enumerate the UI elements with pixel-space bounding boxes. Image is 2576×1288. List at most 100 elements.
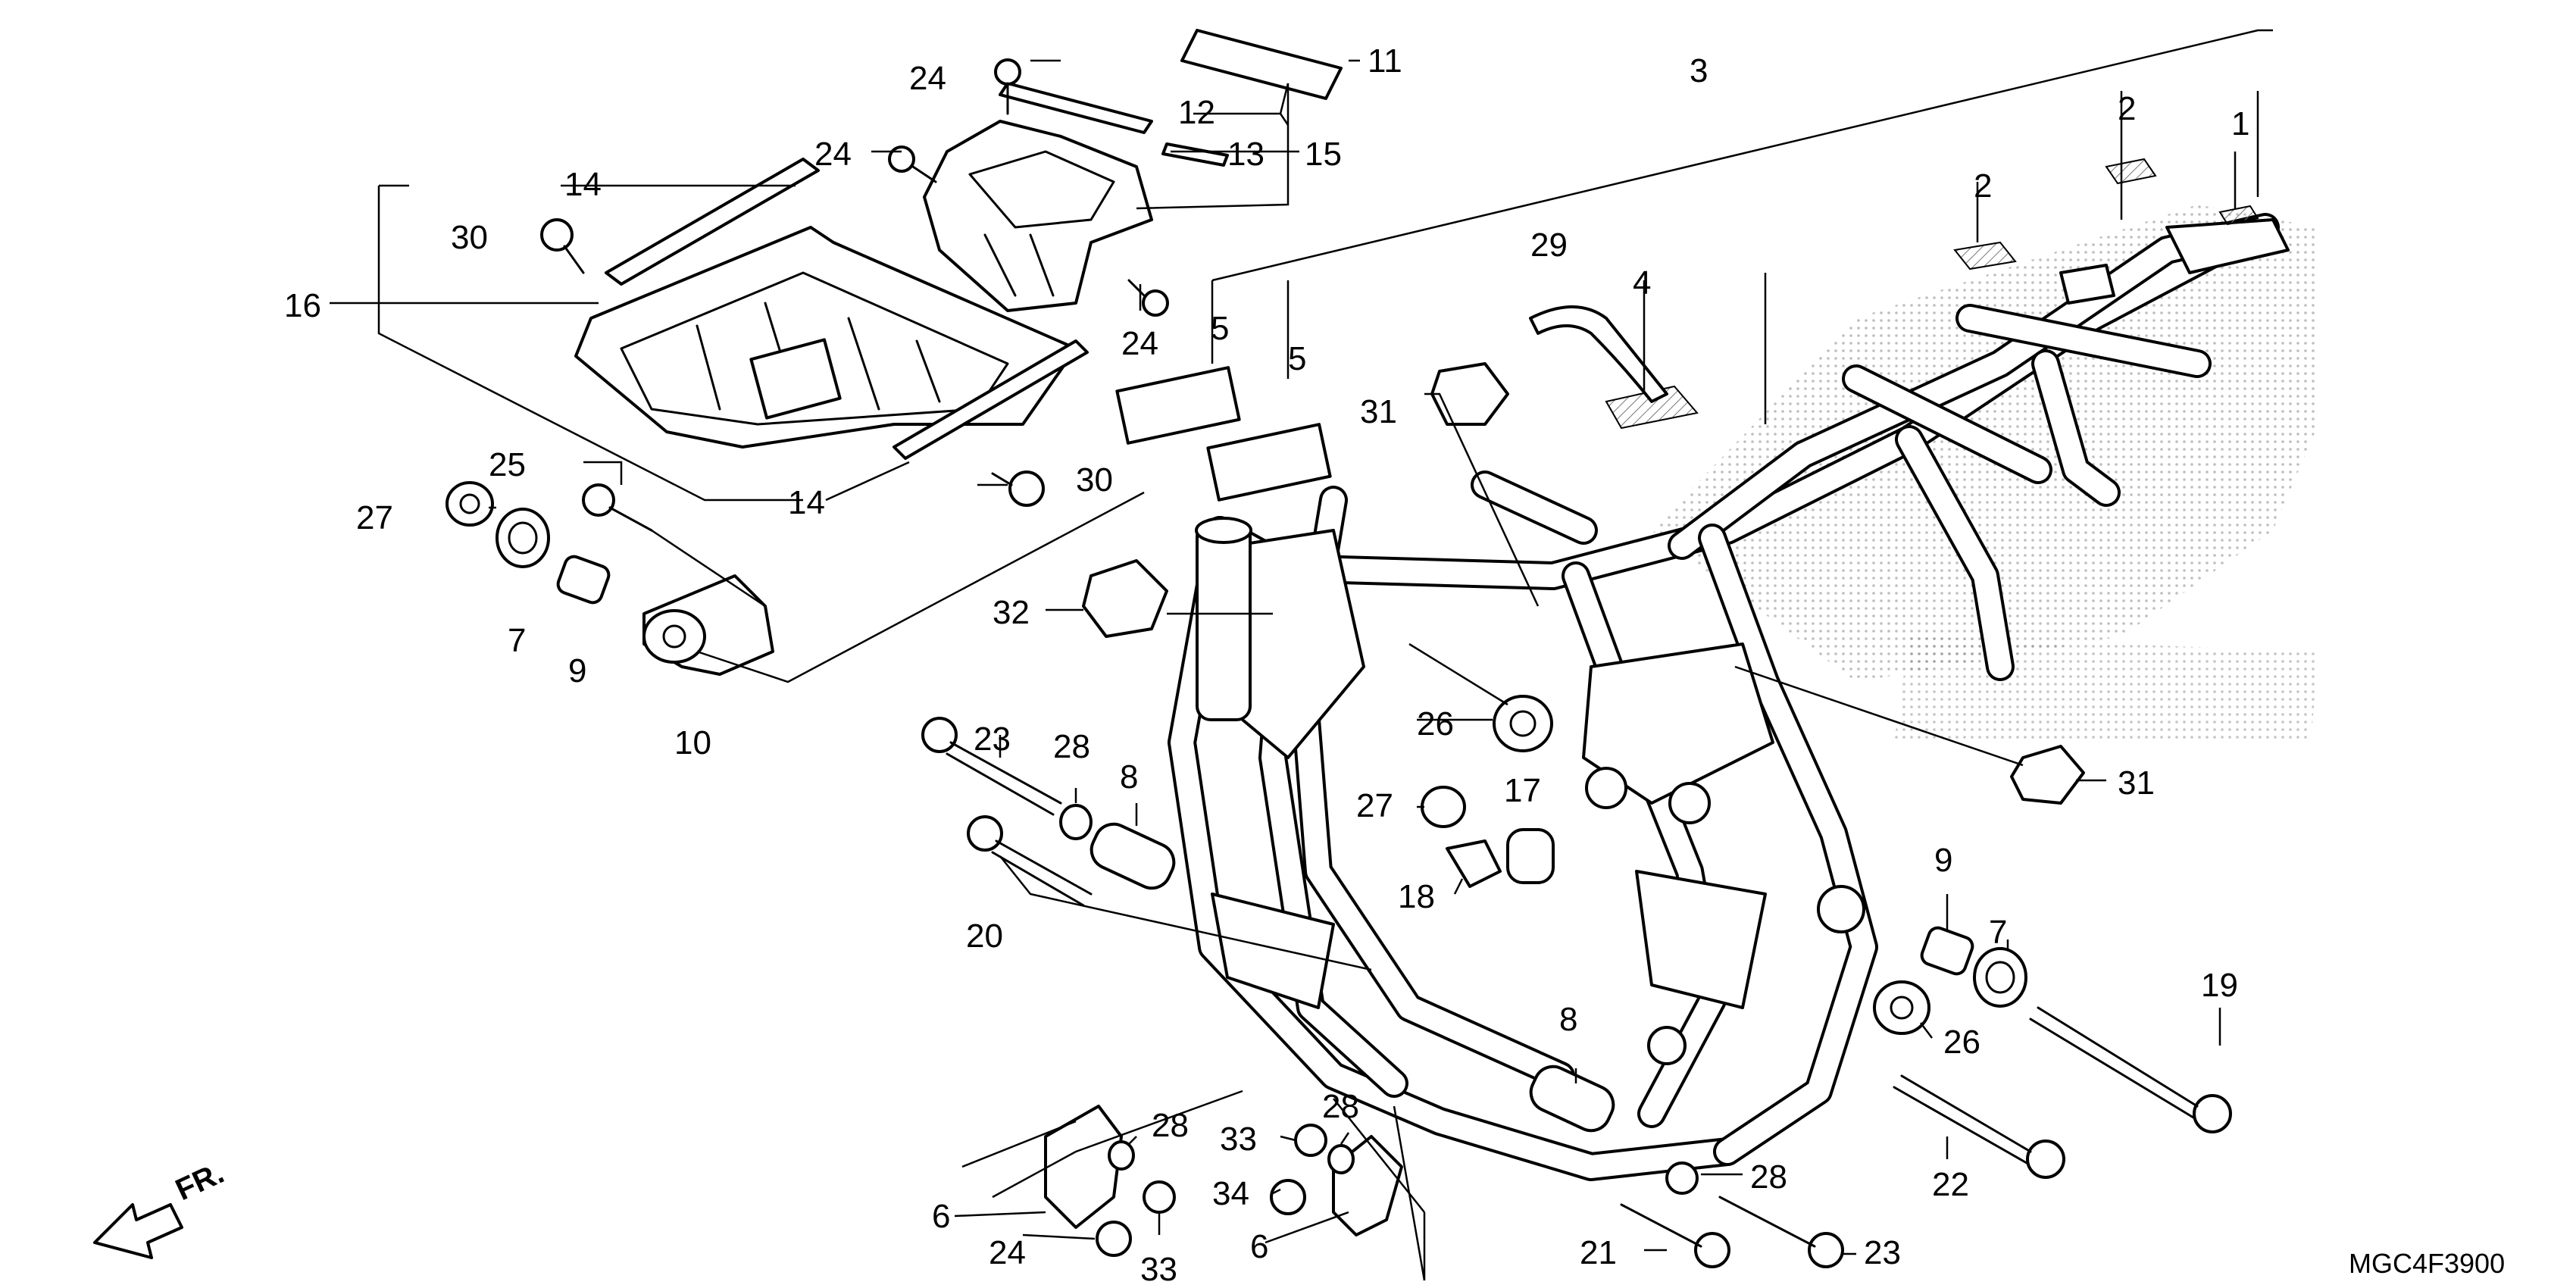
electrical-box (923, 120, 1153, 312)
washer-28-right (1665, 1161, 1699, 1195)
callout-26: 26 (1417, 705, 1454, 742)
callout-15: 15 (1305, 136, 1342, 173)
callout-7: 7 (508, 622, 526, 659)
clamp-31-lower (2010, 745, 2085, 805)
washer-28-a (1059, 804, 1093, 840)
callout-21: 21 (1580, 1234, 1617, 1271)
callout-5: 5 (1211, 310, 1229, 347)
bolt-24-b (888, 145, 937, 183)
nut-34-lower (1096, 1221, 1132, 1257)
callout-1: 1 (2231, 105, 2249, 142)
mount-26-lower (1873, 980, 1930, 1035)
callout-23: 23 (1864, 1234, 1901, 1271)
callout-25: 25 (489, 446, 526, 483)
callout-31: 31 (1360, 393, 1397, 430)
callout-32: 32 (993, 594, 1030, 631)
callout-16: 16 (284, 287, 321, 324)
clip-18 (1446, 839, 1502, 888)
leader-lines (330, 29, 2273, 1281)
callout-12: 12 (1178, 94, 1215, 131)
diagram-code: MGC4F3900 (2349, 1248, 2505, 1279)
callout-2: 2 (1974, 167, 1992, 205)
callout-22: 22 (1932, 1166, 1969, 1203)
bolt-20 (967, 815, 1093, 907)
callout-30: 30 (451, 219, 488, 256)
callout-9: 9 (568, 652, 586, 689)
callout-6: 6 (932, 1198, 950, 1235)
callout-29: 29 (1530, 227, 1568, 264)
strip-13 (1161, 142, 1229, 167)
callout-24: 24 (909, 60, 946, 97)
bushing-7-right (1973, 947, 2027, 1008)
callout-3: 3 (1690, 52, 1708, 89)
bolt-21 (1620, 1203, 1730, 1268)
nut-33-lower (1143, 1180, 1176, 1214)
spacer-8-right (1529, 1064, 1615, 1133)
callout-23: 23 (974, 721, 1011, 758)
mount-26-upper (1493, 695, 1553, 752)
callout-2: 2 (2118, 90, 2136, 127)
callout-5: 5 (1288, 340, 1306, 377)
callout-17: 17 (1504, 772, 1541, 809)
callout-9: 9 (1934, 842, 1952, 879)
bolt-22 (1893, 1074, 2065, 1179)
spacer-8-left (1089, 822, 1176, 890)
clamp-31-upper (1430, 362, 1509, 426)
callout-33: 33 (1140, 1251, 1177, 1288)
callout-labels: 1 2 2 2 3 4 5 5 6 6 7 7 8 8 9 9 10 11 12… (284, 42, 2249, 1288)
callout-24: 24 (989, 1234, 1026, 1271)
callout-27: 27 (356, 499, 393, 536)
callout-34: 34 (1212, 1175, 1249, 1212)
battery-tray (574, 226, 1077, 449)
bolt-19 (2029, 1006, 2232, 1133)
bolt-23-upper (921, 717, 1062, 816)
callout-8: 8 (1120, 758, 1138, 796)
callout-28: 28 (1152, 1107, 1189, 1144)
main-frame (1168, 213, 2290, 1181)
bolt-24-a (994, 58, 1021, 115)
engine-hanger (642, 574, 774, 676)
callout-14: 14 (564, 166, 602, 203)
strip-12 (999, 82, 1153, 134)
callout-11: 11 (1368, 42, 1402, 80)
callout-18: 18 (1398, 878, 1435, 915)
callout-10: 10 (674, 724, 711, 761)
callout-28: 28 (1750, 1158, 1787, 1196)
rubber-strip-upper (605, 158, 820, 286)
callout-6: 6 (1250, 1228, 1268, 1265)
collar-9-right (1920, 926, 1974, 976)
bushing-7-left (496, 508, 550, 568)
collar-9-left (556, 555, 611, 605)
arrow-left-icon (93, 1203, 183, 1259)
callout-27: 27 (1356, 787, 1393, 824)
nut-34-center (1270, 1179, 1306, 1215)
callout-31: 31 (2118, 764, 2155, 802)
nut-33-upper (1294, 1124, 1327, 1157)
direction-label: FR. (170, 1156, 229, 1207)
bolt-30-lower (991, 470, 1045, 507)
washer-28-c (1108, 1140, 1135, 1171)
rubber-strip-lower (893, 339, 1089, 460)
callout-24: 24 (1121, 325, 1158, 362)
callout-33: 33 (1220, 1121, 1257, 1158)
bolt-23-lower (1718, 1196, 1844, 1268)
callout-8: 8 (1559, 1001, 1577, 1038)
collar-17 (1506, 828, 1555, 884)
callout-26: 26 (1943, 1024, 1980, 1061)
callout-28: 28 (1322, 1088, 1359, 1125)
front-direction-arrow: FR. (93, 1156, 229, 1259)
plate-11 (1180, 29, 1343, 100)
washer-28-b (1327, 1144, 1355, 1174)
callout-14: 14 (788, 484, 825, 521)
band-29 (1529, 305, 1668, 403)
sticker-1 (2218, 205, 2259, 226)
sticker-5a (1115, 366, 1241, 445)
washer-27-center (1421, 786, 1466, 828)
bolt-30-upper (540, 218, 585, 274)
callout-19: 19 (2201, 967, 2238, 1004)
callout-24: 24 (814, 136, 852, 173)
callout-13: 13 (1227, 136, 1265, 173)
callout-30: 30 (1076, 461, 1113, 499)
bolt-25 (582, 483, 653, 532)
